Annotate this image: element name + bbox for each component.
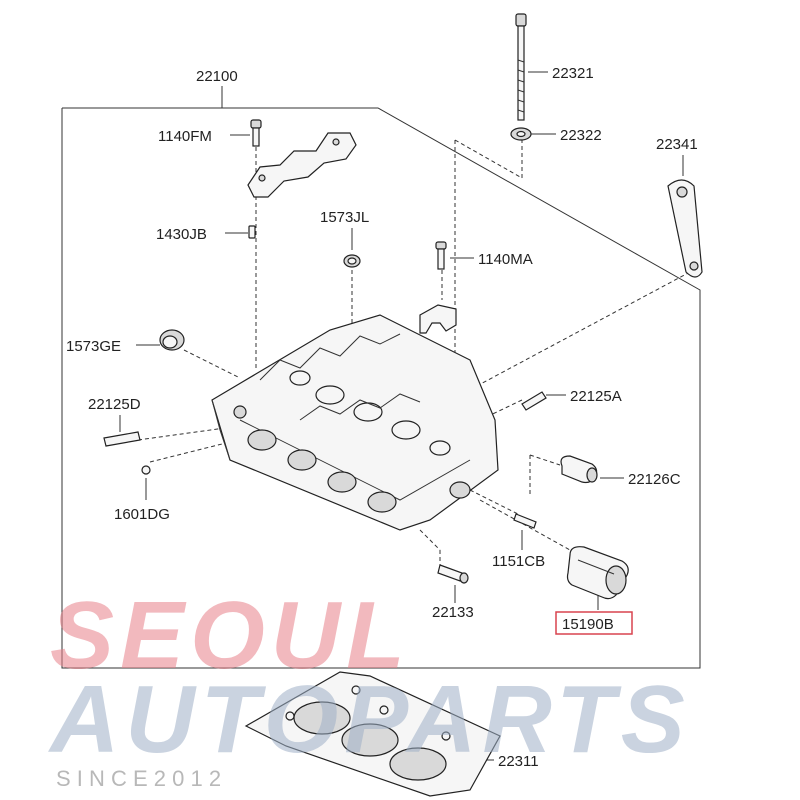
label-1573jl: 1573JL bbox=[320, 209, 369, 226]
label-22126c: 22126C bbox=[628, 471, 681, 488]
label-22125a: 22125A bbox=[570, 388, 622, 405]
label-22321: 22321 bbox=[552, 65, 594, 82]
plug-1573ge bbox=[159, 329, 185, 351]
stud-22133 bbox=[437, 564, 469, 584]
stud-1151cb bbox=[513, 513, 537, 529]
pin-1601dg bbox=[141, 465, 151, 475]
label-22311: 22311 bbox=[498, 753, 539, 770]
highlight-box bbox=[555, 611, 633, 635]
label-15190b: 15190B bbox=[562, 616, 614, 633]
stud-22125d bbox=[103, 431, 141, 447]
bracket-plate bbox=[667, 179, 703, 278]
label-1573ge: 1573GE bbox=[66, 338, 121, 355]
head-gasket-22311 bbox=[244, 671, 501, 797]
label-22100: 22100 bbox=[196, 68, 238, 85]
label-22322: 22322 bbox=[560, 127, 602, 144]
cam-cap-rear bbox=[419, 304, 457, 334]
part-labels: 22100 22321 22322 22341 1140FM 1430JB 15… bbox=[66, 65, 698, 770]
label-1151cb: 1151CB bbox=[492, 553, 545, 570]
bolt-1140fm bbox=[250, 119, 262, 147]
seal-1573jl bbox=[343, 254, 361, 268]
stud-22125a bbox=[521, 391, 547, 411]
label-1140ma: 1140MA bbox=[478, 251, 533, 268]
pin-1430jb bbox=[248, 225, 256, 239]
watermark-line1: SEOUL bbox=[50, 582, 411, 689]
label-1430jb: 1430JB bbox=[156, 226, 207, 243]
watermark-since: S I N C E 2 0 1 2 bbox=[56, 766, 221, 791]
label-1140fm: 1140FM bbox=[158, 128, 212, 145]
cam-cap-front bbox=[247, 132, 357, 198]
watermark: SEOUL AUTOPARTS S I N C E 2 0 1 2 bbox=[48, 582, 691, 791]
guide-22126c bbox=[560, 455, 598, 484]
label-1601dg: 1601DG bbox=[114, 506, 170, 523]
label-22125d: 22125D bbox=[88, 396, 141, 413]
cylinder-head bbox=[211, 314, 499, 531]
watermark-line2: AUTOPARTS bbox=[48, 666, 691, 773]
bolt-1140ma bbox=[435, 241, 447, 270]
assembly-frame bbox=[61, 107, 701, 669]
head-bolt-long bbox=[515, 13, 527, 121]
label-22341: 22341 bbox=[656, 136, 698, 153]
lifter-15190b bbox=[566, 546, 629, 600]
washer bbox=[510, 127, 532, 141]
label-22133: 22133 bbox=[432, 604, 474, 621]
